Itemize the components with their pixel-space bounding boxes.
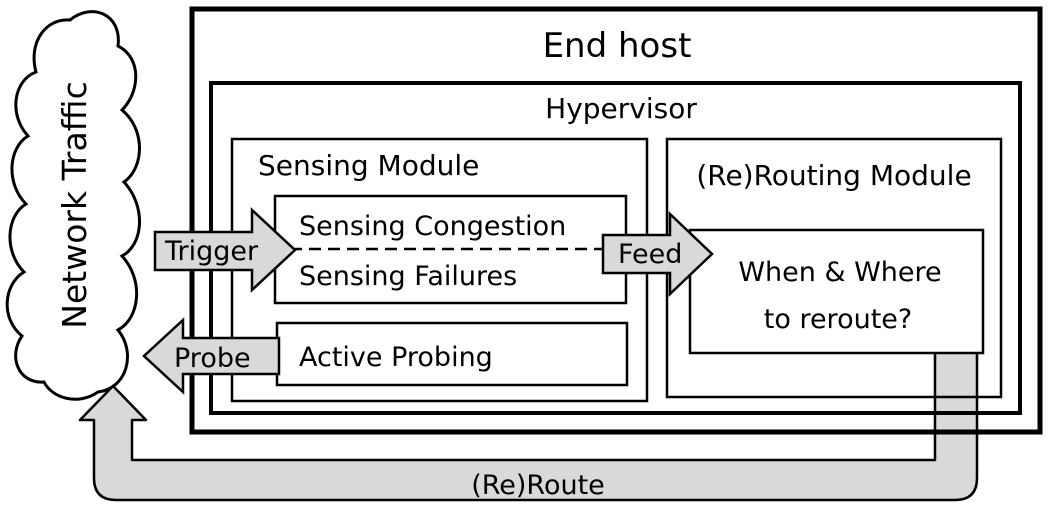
rerouting-module-label: (Re)Routing Module (696, 159, 971, 192)
when-where-line1: When & Where (738, 257, 941, 288)
probe-arrow: Probe (142, 317, 281, 395)
reroute-arrow-shape (78, 340, 979, 502)
probe-label: Probe (174, 343, 251, 374)
sensing-module-label: Sensing Module (258, 149, 479, 182)
when-where-box (688, 228, 985, 355)
feed-arrow: Feed (601, 211, 714, 297)
network-traffic-cloud: Network Traffic (5, 10, 141, 401)
trigger-arrow: Trigger (153, 207, 297, 293)
feed-label: Feed (618, 239, 682, 270)
reroute-label: (Re)Route (471, 470, 605, 501)
when-where-line2: to reroute? (764, 304, 912, 335)
active-probing-box (275, 321, 629, 387)
reroute-arrow: (Re)Route (78, 340, 979, 502)
end-host-box (189, 6, 1043, 435)
trigger-arrow-shape (153, 207, 297, 293)
cloud-shape (5, 10, 141, 401)
active-probing-label: Active Probing (299, 342, 493, 373)
sensing-congestion-label: Sensing Congestion (299, 211, 566, 242)
trigger-label: Trigger (164, 236, 259, 267)
end-host-label: End host (543, 26, 692, 66)
hypervisor-label: Hypervisor (545, 92, 697, 125)
probe-arrow-shape (142, 317, 281, 395)
feed-arrow-shape (601, 211, 714, 297)
sensing-failures-label: Sensing Failures (299, 261, 517, 292)
network-traffic-label: Network Traffic (55, 81, 94, 328)
